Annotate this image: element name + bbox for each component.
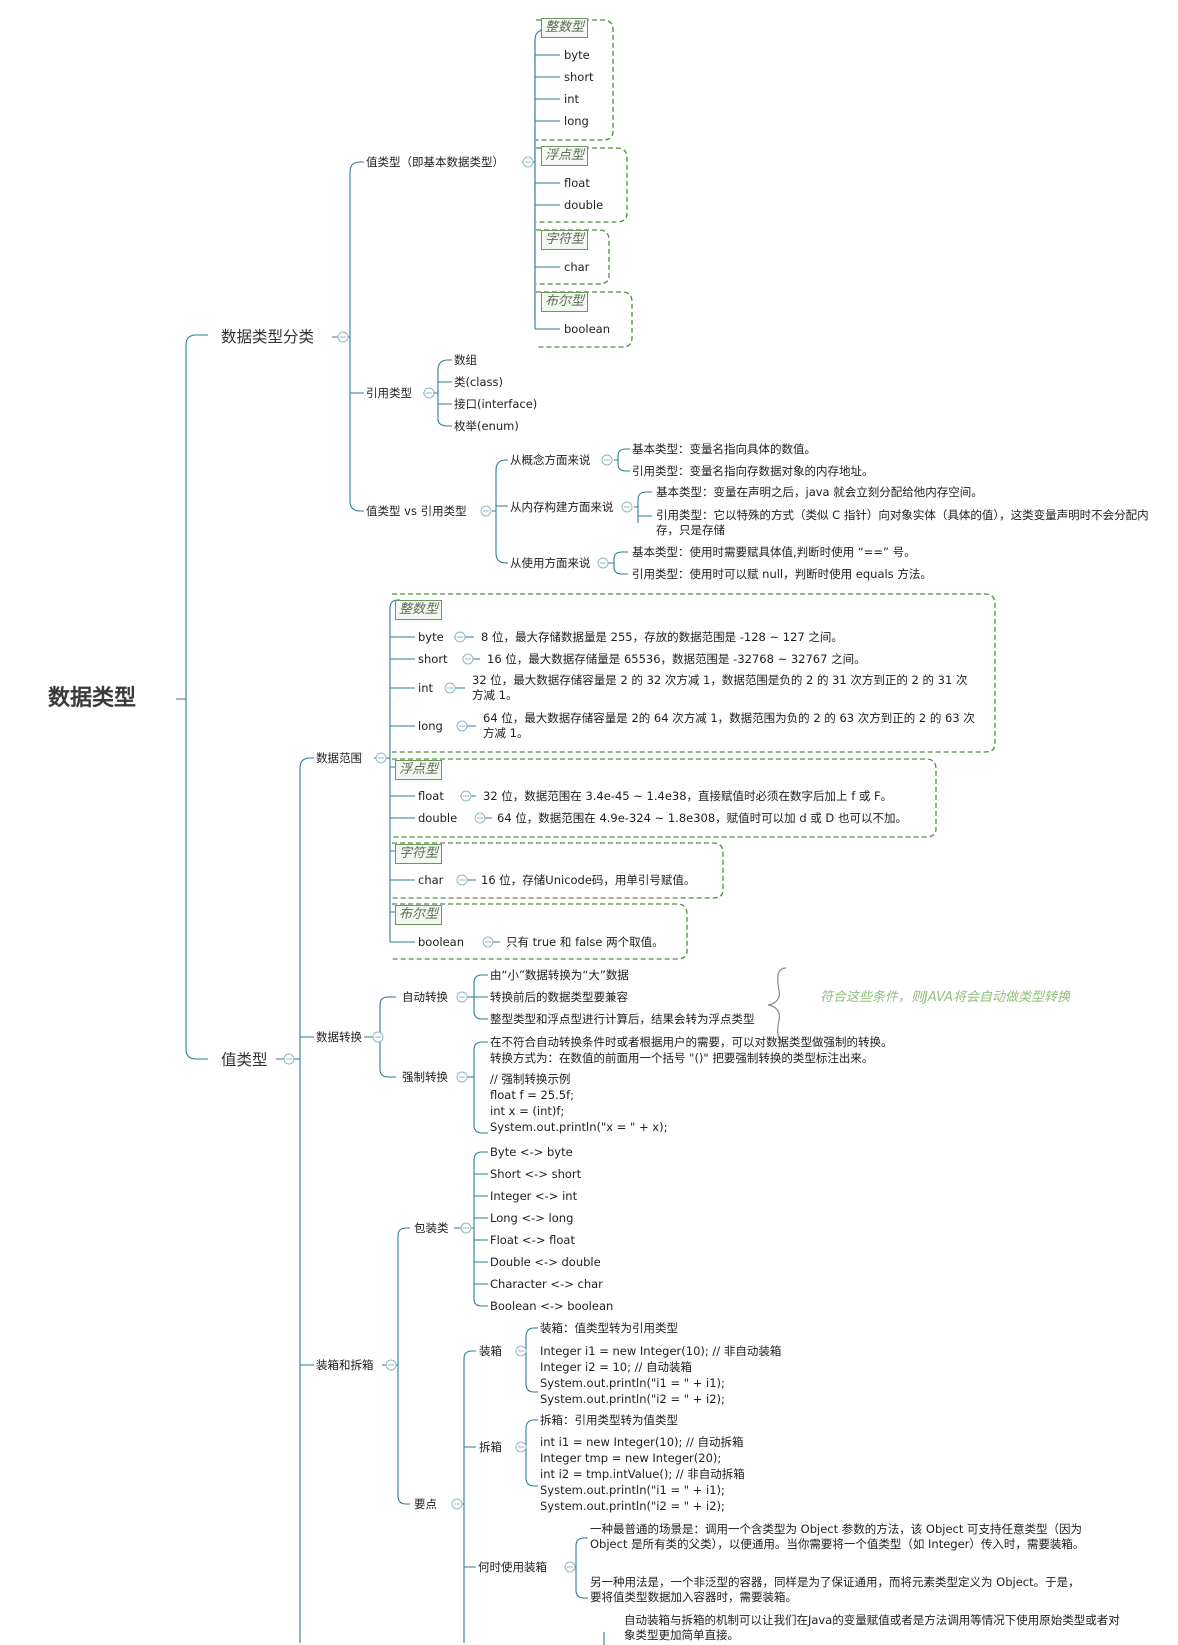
topic-classification[interactable]: 数据类型分类 [221,328,315,346]
range-type[interactable]: short [418,652,448,666]
wrapper-item: Long <-> long [490,1211,574,1225]
wrapper-item: Character <-> char [490,1277,603,1291]
wrapper-item: Float <-> float [490,1233,575,1247]
topic-forced-conversion[interactable]: 强制转换 [402,1070,448,1084]
collapse-markers [283,156,633,1573]
type-item[interactable]: long [564,114,589,128]
range-desc: 16 位，存储Unicode码，用单引号赋值。 [481,873,696,887]
range-desc: 8 位，最大存储数据量是 255，存放的数据范围是 -128 ~ 127 之间。 [481,630,843,644]
root-topic[interactable]: 数据类型 [48,686,137,711]
type-item[interactable]: short [564,70,594,84]
type-item[interactable]: byte [564,48,590,62]
wrapper-item: Double <-> double [490,1255,601,1269]
group-label-char[interactable]: 字符型 [541,230,589,250]
when-point: 一种最普通的场景是：调用一个含类型为 Object 参数的方法，该 Object… [590,1522,1085,1551]
topic-value-type[interactable]: 值类型 [221,1051,268,1069]
range-desc: 64 位，数据范围在 4.9e-324 ~ 1.8e308，赋值时可以加 d 或… [497,811,907,825]
topic-value-vs-reference[interactable]: 值类型 vs 引用类型 [366,504,467,518]
reference-item[interactable]: 接口(interface) [454,397,538,411]
topic-auto-conversion[interactable]: 自动转换 [402,990,448,1004]
topic-boxing[interactable]: 装箱和拆箱 [316,1358,374,1372]
type-item[interactable]: float [564,176,590,190]
wrapper-item: Byte <-> byte [490,1145,573,1159]
auto-rule: 整型类型和浮点型进行计算后，结果会转为浮点类型 [490,1012,755,1026]
auto-rule: 由“小”数据转换为“大”数据 [490,968,629,982]
code-line: System.out.println("i1 = " + i1); [540,1483,725,1497]
vs-aspect[interactable]: 从内存构建方面来说 [510,500,614,514]
group-label-boolean[interactable]: 布尔型 [395,905,443,925]
type-item[interactable]: double [564,198,604,212]
type-item[interactable]: char [564,260,590,274]
code-line: Integer i1 = new Integer(10); // 非自动装箱 [540,1344,782,1358]
group-label-char[interactable]: 字符型 [395,844,443,864]
range-desc: 16 位，最大数据存储量是 65536，数据范围是 -32768 ~ 32767… [487,652,866,666]
range-type[interactable]: float [418,789,444,803]
code-line: Integer i2 = 10; // 自动装箱 [540,1360,693,1374]
boxing-desc: 装箱：值类型转为引用类型 [540,1321,678,1335]
code-line: Integer tmp = new Integer(20); [540,1451,722,1465]
group-label-integer[interactable]: 整数型 [395,600,443,620]
vs-aspect[interactable]: 从使用方面来说 [510,556,591,570]
range-type[interactable]: boolean [418,935,464,949]
unboxing-desc: 拆箱：引用类型转为值类型 [540,1413,678,1427]
range-type[interactable]: int [418,681,433,695]
range-desc: 只有 true 和 false 两个取值。 [506,935,664,949]
forced-desc: 在不符合自动转换条件时或者根据用户的需要，可以对数据类型做强制的转换。 [490,1035,893,1049]
group-label-float[interactable]: 浮点型 [395,760,443,780]
topic-wrapper-classes[interactable]: 包装类 [414,1221,449,1235]
code-line: // 强制转换示例 [490,1072,571,1086]
group-label-float[interactable]: 浮点型 [541,146,589,166]
range-type[interactable]: double [418,811,458,825]
code-line: System.out.println("i2 = " + i2); [540,1499,725,1513]
forced-desc: 转换方式为：在数值的前面用一个括号 "()" 把要强制转换的类型标注出来。 [490,1051,874,1065]
code-line: System.out.println("x = " + x); [490,1120,668,1134]
wrapper-item: Boolean <-> boolean [490,1299,614,1313]
code-line: System.out.println("i1 = " + i1); [540,1376,725,1390]
range-type[interactable]: byte [418,630,444,644]
range-desc: 32 位，最大数据存储容量是 2 的 32 次方减 1，数据范围是负的 2 的 … [472,673,968,702]
vs-point[interactable]: 基本类型：变量名指向具体的数值。 [632,442,816,456]
type-item[interactable]: int [564,92,579,106]
code-line: float f = 25.5f; [490,1088,575,1102]
vs-aspect[interactable]: 从概念方面来说 [510,453,591,467]
code-line: System.out.println("i2 = " + i2); [540,1392,725,1406]
when-point: 另一种用法是，一个非泛型的容器，同样是为了保证通用，而将元素类型定义为 Obje… [590,1575,1080,1604]
type-item[interactable]: boolean [564,322,610,336]
range-type[interactable]: char [418,873,444,887]
code-line: int i2 = tmp.intValue(); // 非自动拆箱 [540,1467,745,1481]
reference-item[interactable]: 类(class) [454,375,504,389]
vs-point[interactable]: 引用类型：变量名指向存数据对象的内存地址。 [632,464,874,478]
wrapper-item: Short <-> short [490,1167,582,1181]
topic-data-range[interactable]: 数据范围 [316,751,362,765]
topic-data-conversion[interactable]: 数据转换 [316,1030,362,1044]
range-desc: 32 位，数据范围在 3.4e-45 ~ 1.4e38，直接赋值时必须在数字后加… [483,789,893,803]
vs-point[interactable]: 基本类型：变量在声明之后，java 就会立刻分配给他内存空间。 [656,485,983,499]
range-type[interactable]: long [418,719,443,733]
group-label-boolean[interactable]: 布尔型 [541,292,589,312]
auto-rule: 转换前后的数据类型要兼容 [490,990,628,1004]
reference-item[interactable]: 数组 [454,353,477,367]
boxing-footer-note: 自动装箱与拆箱的机制可以让我们在Java的变量赋值或者是方法调用等情况下使用原始… [624,1613,1120,1642]
topic-boxing-op[interactable]: 装箱 [479,1344,502,1358]
topic-unboxing-op[interactable]: 拆箱 [479,1440,502,1454]
topic-key-points[interactable]: 要点 [414,1497,437,1511]
topic-primitive-types[interactable]: 值类型（即基本数据类型） [366,155,504,169]
topic-reference-types[interactable]: 引用类型 [366,386,412,400]
wrapper-item: Integer <-> int [490,1189,578,1203]
topic-when-boxing[interactable]: 何时使用装箱 [478,1560,547,1574]
code-line: int i1 = new Integer(10); // 自动拆箱 [540,1435,744,1449]
code-line: int x = (int)f; [490,1104,565,1118]
group-label-integer[interactable]: 整数型 [541,18,589,38]
vs-point[interactable]: 引用类型：它以特殊的方式（类似 C 指针）向对象实体（具体的值），这类变量声明时… [656,508,1149,537]
vs-point[interactable]: 引用类型：使用时可以赋 null，判断时使用 equals 方法。 [632,567,932,581]
range-desc: 64 位，最大数据存储容量是 2的 64 次方减 1，数据范围为负的 2 的 6… [483,711,975,740]
vs-point[interactable]: 基本类型：使用时需要赋具体值,判断时使用 “==” 号。 [632,545,916,559]
auto-conversion-note: 符合这些条件，则JAVA将会自动做类型转换 [820,990,1070,1005]
reference-item[interactable]: 枚举(enum) [454,419,519,433]
